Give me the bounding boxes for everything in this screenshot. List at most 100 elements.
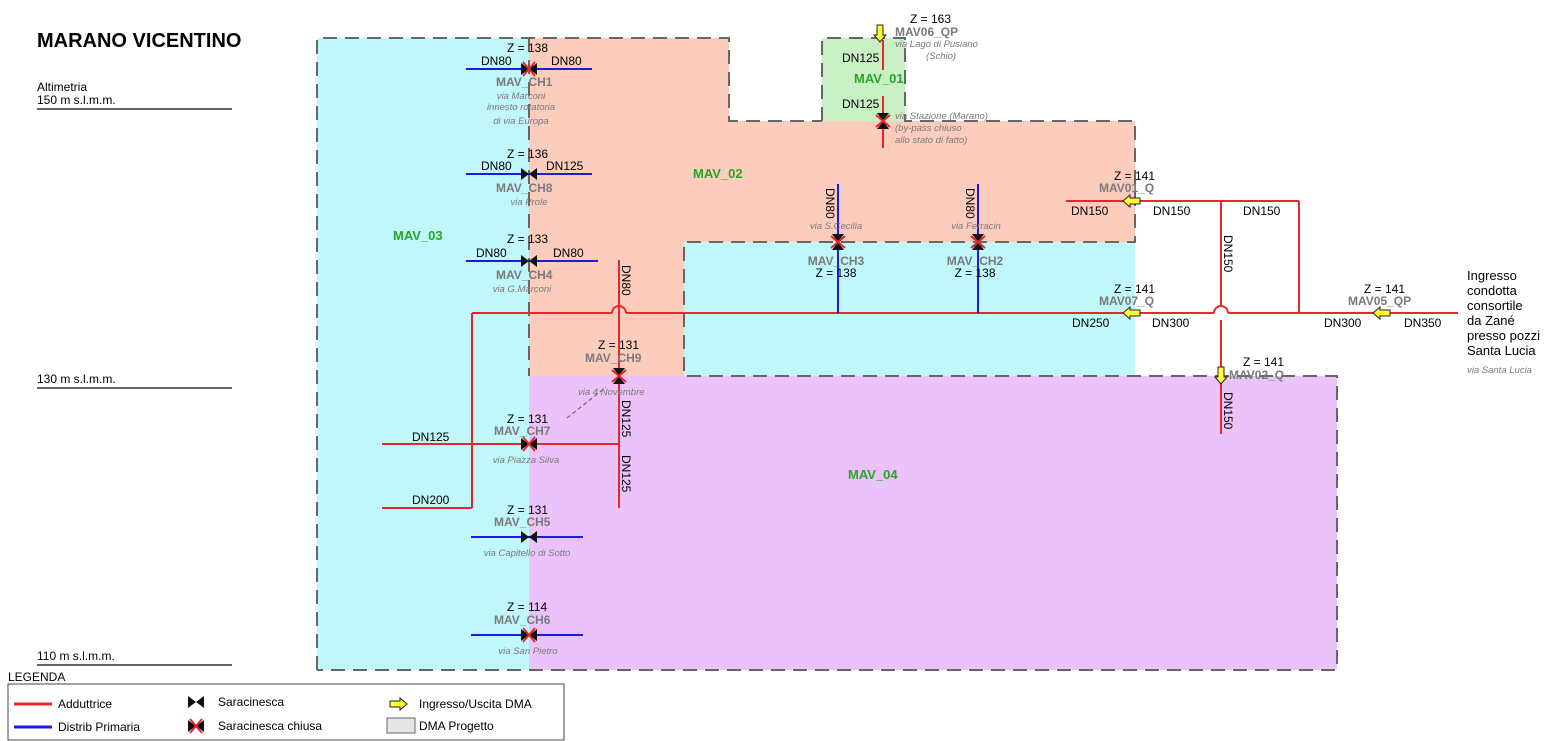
ch2-street: via Ferracin	[951, 221, 1001, 232]
mav06-code: MAV06_QP	[895, 25, 958, 39]
legend: LEGENDA Adduttrice Distrib Primaria Sara…	[7, 670, 565, 741]
zone-mav01-area	[822, 38, 905, 121]
altimetria-label: Altimetria	[37, 80, 87, 94]
svg-text:via Santa Lucia: via Santa Lucia	[1467, 365, 1532, 376]
legend-distrib-label: Distrib Primaria	[58, 720, 140, 734]
ch4-dn-left: DN80	[476, 246, 507, 260]
svg-text:consortile: consortile	[1467, 298, 1523, 313]
ch5-z: Z = 131	[507, 503, 548, 517]
mav07q-dn-left: DN250	[1072, 316, 1110, 330]
bypass-street-1: via Stazione (Marano)	[895, 111, 988, 122]
mav01q-code: MAV01_Q	[1099, 181, 1154, 195]
legend-arrow-icon	[389, 696, 408, 712]
ch3-street: via S.Cecilia	[810, 221, 862, 232]
legend-dma-swatch	[386, 717, 416, 734]
bypass-street-2: (by-pass chiuso	[895, 123, 962, 134]
ch1-dn-left: DN80	[481, 54, 512, 68]
mav05qp-dn-left: DN300	[1324, 316, 1362, 330]
mav06-street-1: via Lago di Pusiano	[895, 39, 978, 50]
mav07q-dn-right: DN300	[1152, 316, 1190, 330]
mav02q-dn-bottom: DN150	[1221, 392, 1235, 430]
ch1-z: Z = 138	[507, 41, 548, 55]
legend-box	[7, 683, 565, 741]
mav01q-dn-left: DN150	[1071, 204, 1109, 218]
mav05-qp-arrow-icon	[1372, 306, 1391, 320]
inlet-description: Ingresso condotta consortile da Zané pre…	[1467, 268, 1540, 376]
ch8-code: MAV_CH8	[496, 181, 553, 195]
svg-text:Ingresso: Ingresso	[1467, 268, 1517, 283]
mav05qp-code: MAV05_QP	[1348, 294, 1411, 308]
zone-mav03-area	[317, 38, 529, 670]
legend-title: LEGENDA	[8, 670, 65, 684]
ch9-pointer-line	[566, 386, 607, 419]
mav02q-code: MAV02_Q	[1229, 368, 1284, 382]
mav02q-dn-top: DN150	[1221, 235, 1235, 273]
ch5-street: via Capitello di Sotto	[484, 548, 571, 559]
svg-text:Santa Lucia: Santa Lucia	[1467, 343, 1536, 358]
ch6-z: Z = 114	[507, 600, 547, 614]
legend-adduttrice-label: Adduttrice	[58, 697, 112, 711]
ch1-dn-right: DN80	[551, 54, 582, 68]
mav01q-dn-right: DN150	[1153, 204, 1191, 218]
ch3-dn: DN80	[823, 188, 837, 219]
ch9-code: MAV_CH9	[585, 351, 642, 365]
ch2-code: MAV_CH2	[947, 254, 1004, 268]
ch6-code: MAV_CH6	[494, 613, 551, 627]
svg-text:da Zané: da Zané	[1467, 313, 1515, 328]
ch1-street-3: di via Europa	[493, 116, 548, 127]
ch7-z: Z = 131	[507, 412, 548, 426]
ch8-dn-right: DN125	[546, 159, 584, 173]
mav05qp-z: Z = 141	[1364, 282, 1405, 296]
west-dn200: DN200	[412, 493, 450, 507]
legend-dma-label: DMA Progetto	[419, 719, 494, 733]
mav02q-z: Z = 141	[1243, 355, 1284, 369]
ch9-z: Z = 131	[598, 338, 639, 352]
mav01q-dn-far: DN150	[1243, 204, 1281, 218]
ch7-dn-bottom: DN125	[619, 455, 633, 493]
ch8-z: Z = 136	[507, 147, 548, 161]
legend-saracinesca-label: Saracinesca	[218, 695, 284, 709]
svg-text:presso pozzi: presso pozzi	[1467, 328, 1540, 343]
ch3-code: MAV_CH3	[808, 254, 865, 268]
ch2-dn: DN80	[963, 188, 977, 219]
mav06-z: Z = 163	[910, 12, 951, 26]
ch2-z: Z = 138	[954, 266, 995, 280]
svg-text:condotta: condotta	[1467, 283, 1518, 298]
zone-mav04-area	[529, 376, 1337, 670]
level-150: 150 m s.l.m.m.	[37, 93, 116, 107]
ch7-dn-left: DN125	[412, 430, 450, 444]
ch7-code: MAV_CH7	[494, 424, 551, 438]
ch1-street-1: via Marconi	[497, 91, 546, 102]
zone-mav02-area	[529, 38, 1135, 376]
mav06-street-2: (Schio)	[926, 51, 956, 62]
mav07q-z: Z = 141	[1114, 282, 1155, 296]
page-title: MARANO VICENTINO	[37, 30, 241, 52]
ch4-street: via G.Marconi	[493, 284, 552, 295]
ch4-dn-right: DN80	[553, 246, 584, 260]
level-110: 110 m s.l.m.m.	[37, 649, 115, 663]
ch5-code: MAV_CH5	[494, 515, 551, 529]
zone-label-mav03: MAV_03	[393, 228, 443, 243]
mav05qp-dn-right: DN350	[1404, 316, 1442, 330]
ch6-street: via San Pietro	[498, 646, 557, 657]
bypass-dn: DN125	[842, 97, 880, 111]
legend-saracinesca-chiusa-label: Saracinesca chiusa	[218, 719, 322, 733]
mav06-dn: DN125	[842, 51, 880, 65]
mav07q-code: MAV07_Q	[1099, 294, 1154, 308]
ch4-code: MAV_CH4	[496, 268, 553, 282]
zone-label-mav02: MAV_02	[693, 166, 743, 181]
zone-label-mav04: MAV_04	[848, 467, 898, 482]
ch9-street: via 4 Novembre	[578, 387, 645, 398]
ch7-street: via Piazza Silva	[493, 455, 560, 466]
ch1-code: MAV_CH1	[496, 75, 553, 89]
bypass-street-3: allo stato di fatto)	[895, 135, 967, 146]
ch9-dn-top: DN80	[619, 265, 633, 296]
ch8-dn-left: DN80	[481, 159, 512, 173]
ch1-street-2: innesto rotatoria	[487, 102, 555, 113]
level-130: 130 m s.l.m.m.	[37, 372, 116, 386]
ch8-street: via Prole	[511, 197, 548, 208]
legend-ingresso-label: Ingresso/Uscita DMA	[419, 697, 532, 711]
zone-mav03-east-area	[684, 242, 1135, 376]
zone-label-mav01: MAV_01	[854, 71, 904, 86]
